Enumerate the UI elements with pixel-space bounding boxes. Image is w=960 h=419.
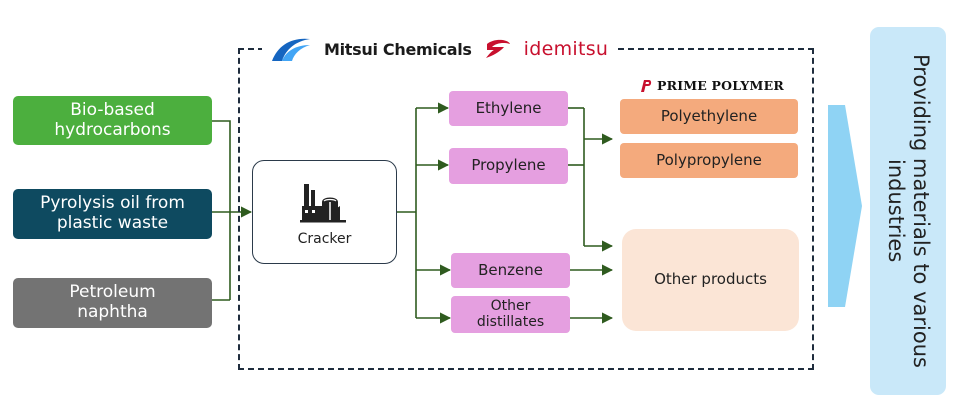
- feedstock-label: Petroleum naphtha: [69, 282, 156, 322]
- cracker-label: Cracker: [297, 231, 352, 247]
- prime-polymer-logo: PRIME POLYMER: [640, 78, 784, 93]
- outcome-chevron: [828, 105, 862, 307]
- product-ethylene: Ethylene: [449, 91, 568, 126]
- product-label: Propylene: [471, 156, 546, 175]
- prime-polymer-mark-icon: [641, 79, 652, 92]
- feedstock-pyrolysis-oil: Pyrolysis oil from plastic waste: [13, 189, 212, 239]
- product-propylene: Propylene: [449, 148, 568, 184]
- idemitsu-logo-text: idemitsu: [523, 38, 609, 60]
- feedstock-bio-based: Bio-based hydrocarbons: [13, 96, 212, 145]
- prime-polymer-logo-text: PRIME POLYMER: [657, 78, 784, 93]
- idemitsu-mark-icon: [485, 39, 510, 58]
- factory-icon: [300, 184, 346, 223]
- feedstock-label: Bio-based hydrocarbons: [54, 99, 171, 140]
- feed-connector-top: [212, 120, 231, 300]
- product-label: Ethylene: [475, 98, 542, 117]
- company-logos: Mitsui Chemicals idemitsu: [262, 34, 617, 64]
- mitsui-wave-icon: [272, 38, 310, 61]
- feedstock-label: Pyrolysis oil from plastic waste: [40, 193, 185, 233]
- feedstock-petroleum-naphtha: Petroleum naphtha: [13, 278, 212, 328]
- other-products-label: Other products: [654, 270, 767, 289]
- outcome-box: [870, 27, 946, 395]
- product-label: Other distillates: [476, 298, 545, 330]
- product-other-distillates: Other distillates: [451, 296, 570, 333]
- polymer-label: Polyethylene: [660, 106, 758, 125]
- product-benzene: Benzene: [451, 253, 570, 288]
- outcome-text-wrap: Providing materials to various industrie…: [870, 27, 946, 395]
- other-products-node: Other products: [622, 229, 799, 331]
- polymer-label: Polypropylene: [656, 150, 762, 169]
- polymer-polypropylene: Polypropylene: [620, 143, 798, 178]
- outcome-label: Providing materials to various industrie…: [884, 54, 934, 368]
- mitsui-chemicals-logo-text: Mitsui Chemicals: [324, 39, 472, 59]
- polymer-polyethylene: Polyethylene: [620, 99, 798, 134]
- product-label: Benzene: [478, 260, 543, 279]
